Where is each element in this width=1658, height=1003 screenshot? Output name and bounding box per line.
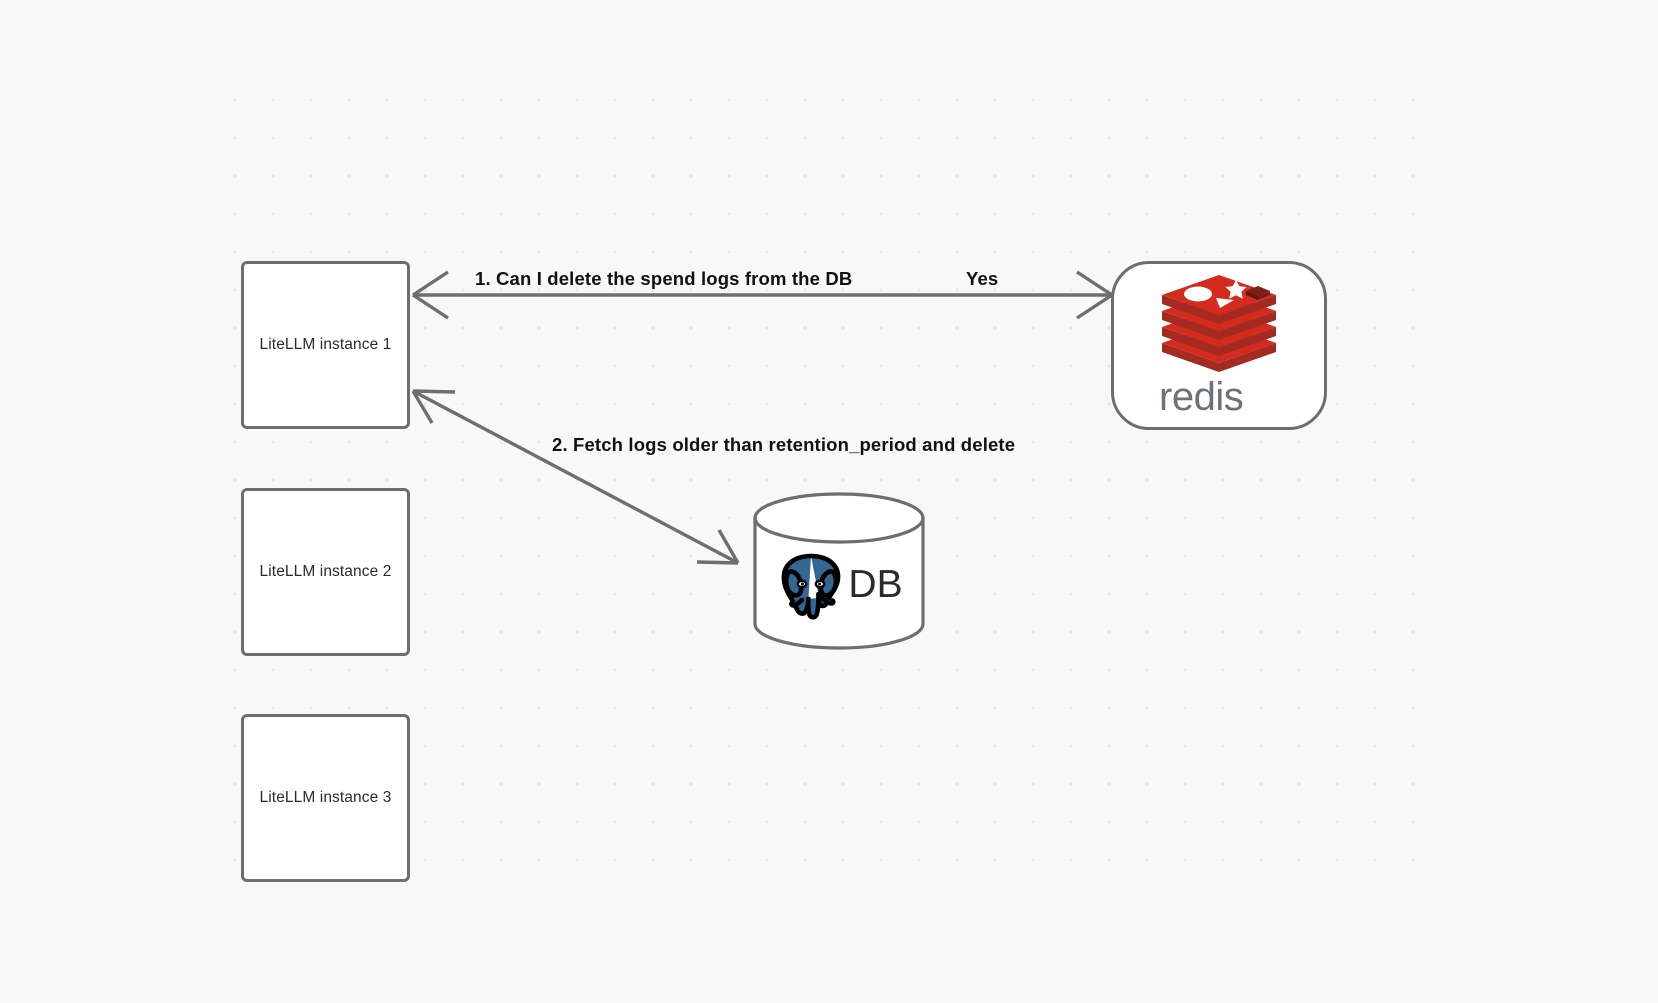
node-litellm-instance-1[interactable]: LiteLLM instance 1 [241,261,410,429]
node-redis[interactable]: redis [1111,261,1327,430]
node-database[interactable]: DB [752,492,926,650]
edge-label-step-1: 1. Can I delete the spend logs from the … [475,268,853,289]
edge-label-yes: Yes [966,268,999,289]
redis-logo-icon [1162,274,1276,372]
node-litellm-instance-2[interactable]: LiteLLM instance 2 [241,488,410,656]
svg-text:redis: redis [1159,377,1243,419]
postgresql-elephant-icon [782,553,841,620]
node-litellm-instance-1-label: LiteLLM instance 1 [259,335,392,353]
node-litellm-instance-2-label: LiteLLM instance 2 [259,562,392,580]
edge-label-step-2: 2. Fetch logs older than retention_perio… [552,434,1016,455]
node-litellm-instance-3-label: LiteLLM instance 3 [259,788,392,806]
node-database-label: DB [848,562,903,606]
edge-db-to-litellm-1 [411,389,740,565]
node-litellm-instance-3[interactable]: LiteLLM instance 3 [241,714,410,882]
redis-wordmark: redis [1159,377,1244,419]
